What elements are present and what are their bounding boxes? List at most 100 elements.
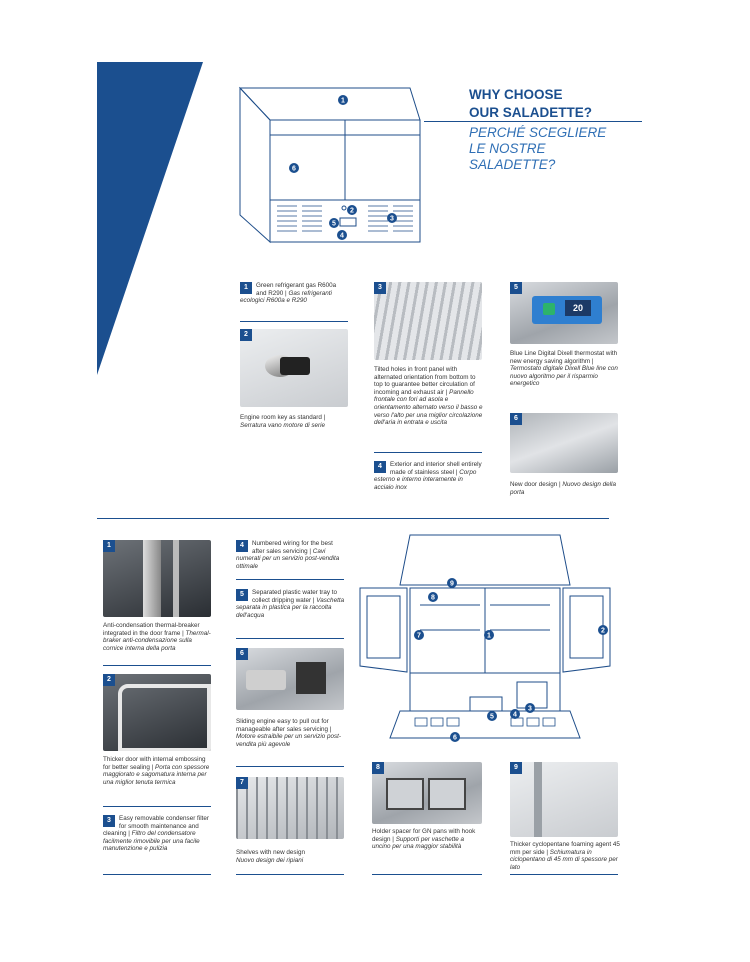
callout-marker [525,703,535,713]
callout-marker [347,205,357,215]
top-feature-6: New door design | Nuovo design della por… [510,481,620,496]
feature-text-it: Thermal-braker anti-condensazione sulla … [103,629,211,652]
photo-sliding-engine [236,648,344,710]
feature-text-en: Thicker cyclopentane foaming agent 45 mm… [510,841,620,856]
section-divider [97,518,609,519]
feature-number-badge: 4 [374,461,386,473]
feature-text-en: Holder spacer for GN pans with hook desi… [372,828,476,843]
top-feature-3: Tilted holes in front panel with alterna… [374,366,484,427]
feature-number-badge: 3 [374,282,386,294]
divider [236,579,344,580]
callout-marker [428,592,438,602]
photo-tilted-vents [374,282,482,360]
blue-corner-triangle [97,62,203,375]
heading-title-en: WHY CHOOSE OUR SALADETTE? [469,87,592,120]
divider [510,874,618,875]
feature-text-en: Blue Line Digital Dixell thermostat with… [510,350,618,365]
feature-text-en: Sliding engine easy to pull out for mana… [236,718,332,733]
feature-number-badge: 5 [236,589,248,601]
photo-shelves [236,777,344,839]
page-heading: WHY CHOOSE OUR SALADETTE? PERCHÉ SCEGLIE… [424,86,649,173]
photo-thermal-breaker [103,540,211,617]
feature-text-en: Exterior and interior shell entirely mad… [390,461,482,476]
feature-number-badge: 8 [372,762,384,774]
callout-number: 3 [528,706,532,713]
feature-number-badge: 1 [240,282,252,294]
callout-number: 2 [350,208,354,215]
feature-number-badge: 6 [510,413,522,425]
callout-marker [289,163,299,173]
callout-marker [484,630,494,640]
top-feature-5: Blue Line Digital Dixell thermostat with… [510,350,622,388]
divider [240,321,348,322]
callout-number: 1 [341,98,345,105]
divider [236,874,344,875]
divider [236,766,344,767]
bottom-feature-8: Holder spacer for GN pans with hook desi… [372,828,484,851]
divider [374,452,482,453]
bottom-feature-6: Sliding engine easy to pull out for mana… [236,718,348,748]
callout-number: 6 [453,735,457,742]
top-feature-4: 4 Exterior and interior shell entirely m… [374,461,484,491]
callout-number: 4 [513,712,517,719]
feature-text-it: Pannello frontale con fori ad asola e or… [374,388,483,427]
callout-number: 8 [431,595,435,602]
feature-text-en: Tilted holes in front panel with alterna… [374,366,476,396]
feature-text-en: Numbered wiring for the best after sales… [252,540,333,555]
feature-text-it: Gas refrigeranti ecologici R600a e R290 [240,289,332,305]
callout-marker [414,630,424,640]
callout-number: 5 [332,221,336,228]
bottom-feature-4: 4 Numbered wiring for the best after sal… [236,540,346,570]
feature-text-it: Cavi numerati per un servizio post-vendi… [236,547,340,570]
feature-number-badge: 6 [236,648,248,660]
bottom-feature-3: 3 Easy removable condenser filter for sm… [103,815,213,853]
callout-number: 9 [450,581,454,588]
feature-text-en: Shelves with new design [236,849,305,856]
feature-text-en: Anti-condensation thermal-breaker integr… [103,622,200,637]
callout-marker [387,213,397,223]
bottom-feature-5: 5 Separated plastic water tray to collec… [236,589,346,619]
feature-text-en: Green refrigerant gas R600a and R290 | [256,282,337,297]
feature-number-badge: 9 [510,762,522,774]
feature-text-en: Separated plastic water tray to collect … [252,589,338,604]
callout-marker [337,230,347,240]
photo-dixell-thermostat: 20 [510,282,618,344]
callout-marker [598,625,608,635]
bottom-feature-2: Thicker door with internal embossing for… [103,756,213,786]
callout-marker [329,218,339,228]
feature-text-it: Corpo esterno e interno interamente in a… [374,468,477,491]
feature-text-en: New door design | [510,481,561,488]
feature-number-badge: 2 [240,329,252,341]
bottom-feature-1: Anti-condensation thermal-breaker integr… [103,622,213,652]
top-feature-1: 1 Green refrigerant gas R600a and R290 |… [240,282,348,305]
photo-engine-key [240,329,348,407]
photo-cyclopentane-foam [510,762,618,837]
feature-text-it: Nuovo design della porta [510,481,616,496]
feature-text-it: Porta con spessore maggiorato e sagomatu… [103,763,210,786]
feature-text-it: Supporti per vaschette a uncino per una … [372,835,464,851]
feature-text-it: Termostato digitale Dixell Blue line con… [510,365,618,388]
callout-marker [338,95,348,105]
feature-number-badge: 7 [236,777,248,789]
callout-number: 3 [390,216,394,223]
photo-thicker-door [103,674,211,751]
feature-text-it: Nuovo design dei ripiani [236,856,304,864]
feature-number-badge: 4 [236,540,248,552]
feature-text-it: Filtro del condensatore facilmente rimov… [103,830,200,853]
feature-text-en: Engine room key as standard | [240,414,326,421]
divider [372,874,482,875]
callout-number: 5 [490,714,494,721]
divider [103,874,211,875]
photo-gn-pan-holder [372,762,482,824]
callout-marker [487,711,497,721]
heading-rule [424,121,642,122]
callout-marker [510,709,520,719]
thermostat-display: 20 [565,300,591,316]
callout-marker [447,578,457,588]
callout-number: 6 [292,166,296,173]
feature-number-badge: 5 [510,282,522,294]
feature-text-it: Motore estraibile per un servizio post-v… [236,733,341,748]
feature-text-en: Easy removable condenser filter for smoo… [103,815,209,838]
